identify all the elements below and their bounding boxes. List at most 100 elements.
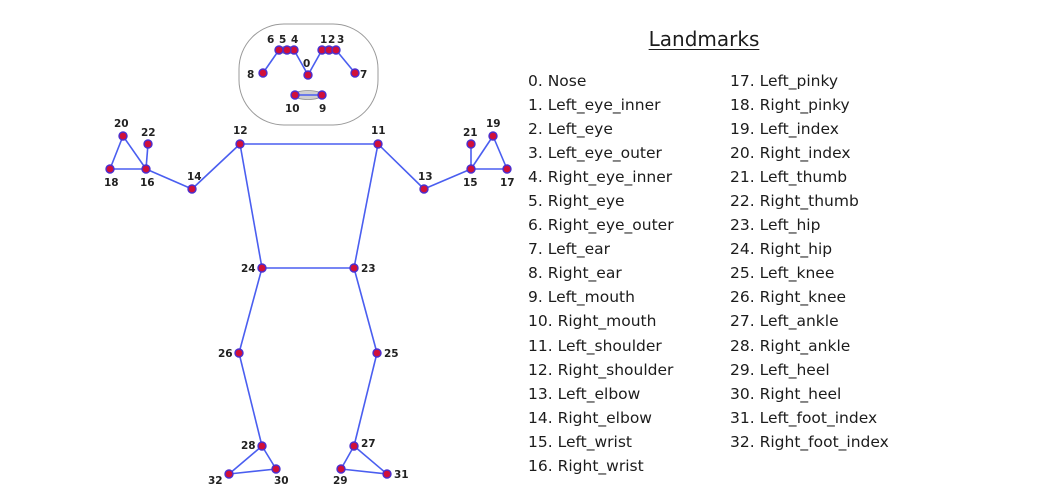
- landmark-list-item: 0. Nose: [528, 72, 587, 90]
- landmark-list-item: 1. Left_eye_inner: [528, 96, 661, 115]
- landmark-point-label: 12: [233, 125, 248, 137]
- landmark-point-label: 22: [141, 127, 156, 139]
- landmark-point-label: 1: [320, 34, 327, 46]
- landmark-point: [235, 139, 245, 149]
- landmark-list-item: 25. Left_knee: [730, 264, 835, 283]
- landmark-list-item: 14. Right_elbow: [528, 408, 652, 427]
- landmark-point: [317, 90, 327, 100]
- landmark-point-label: 15: [463, 177, 478, 189]
- landmark-point: [502, 164, 512, 174]
- landmark-point: [258, 68, 268, 78]
- landmark-list-item: 30. Right_heel: [730, 384, 842, 403]
- landmark-list-item: 2. Left_eye: [528, 120, 613, 139]
- landmark-list-item: 6. Right_eye_outer: [528, 216, 674, 235]
- bone-connection: [228, 468, 277, 475]
- landmark-point-label: 27: [361, 438, 376, 450]
- landmark-list-item: 27. Left_ankle: [730, 312, 839, 331]
- landmark-point-label: 23: [361, 263, 376, 275]
- landmark-point: [234, 348, 244, 358]
- landmark-point: [257, 263, 267, 273]
- landmark-point-label: 11: [371, 125, 386, 137]
- landmark-point-label: 32: [208, 475, 223, 487]
- landmark-list-item: 11. Left_shoulder: [528, 336, 662, 355]
- bone-connection: [122, 135, 147, 170]
- landmark-point: [382, 469, 392, 479]
- landmark-point-label: 30: [274, 475, 289, 487]
- landmark-point-label: 13: [418, 171, 433, 183]
- landmark-list-item: 19. Left_index: [730, 120, 839, 139]
- landmark-point-label: 0: [303, 58, 310, 70]
- landmark-list-item: 22. Right_thumb: [730, 192, 859, 211]
- landmark-list-item: 3. Left_eye_outer: [528, 144, 662, 163]
- landmark-list-item: 28. Right_ankle: [730, 336, 851, 355]
- landmark-list-item: 32. Right_foot_index: [730, 432, 889, 451]
- landmark-point: [257, 441, 267, 451]
- landmark-list-item: 12. Right_shoulder: [528, 360, 674, 379]
- landmark-point-label: 7: [360, 69, 367, 81]
- skeleton-connections: [109, 49, 508, 475]
- landmark-list-item: 23. Left_hip: [730, 216, 821, 235]
- landmark-point: [331, 45, 341, 55]
- landmark-point: [141, 164, 151, 174]
- landmark-point: [466, 139, 476, 149]
- landmark-point-label: 31: [394, 469, 409, 481]
- landmark-point: [274, 45, 284, 55]
- landmark-point-label: 28: [241, 440, 256, 452]
- bone-connection: [239, 143, 263, 269]
- landmark-point: [224, 469, 234, 479]
- landmark-list-item: 26. Right_knee: [730, 288, 847, 307]
- landmark-point-label: 8: [247, 69, 254, 81]
- landmark-point: [349, 263, 359, 273]
- landmark-point: [372, 348, 382, 358]
- landmark-point: [373, 139, 383, 149]
- landmark-point-label: 2: [328, 34, 335, 46]
- bone-connection: [145, 168, 193, 190]
- landmarks-title: Landmarks: [648, 27, 760, 51]
- landmark-list-right: 17. Left_pinky 18. Right_pinky 19. Left_in…: [730, 69, 889, 454]
- landmark-list-item: 24. Right_hip: [730, 240, 833, 259]
- bone-connection: [470, 135, 494, 170]
- bone-connection: [307, 49, 323, 76]
- landmark-point: [187, 184, 197, 194]
- bone-connection: [353, 352, 378, 447]
- landmark-point-label: 29: [333, 475, 348, 487]
- landmark-point: [349, 441, 359, 451]
- landmark-point-label: 17: [500, 177, 515, 189]
- bone-connection: [109, 135, 124, 170]
- landmark-list-item: 21. Left_thumb: [730, 168, 848, 187]
- landmark-point: [143, 139, 153, 149]
- landmark-point-label: 14: [187, 171, 202, 183]
- landmark-points: [105, 45, 512, 479]
- landmark-list-item: 20. Right_index: [730, 144, 851, 163]
- bone-connection: [293, 49, 309, 76]
- landmark-list-item: 15. Left_wrist: [528, 432, 632, 451]
- bone-connection: [353, 143, 379, 269]
- landmark-list-item: 29. Left_heel: [730, 360, 830, 379]
- landmark-point: [105, 164, 115, 174]
- landmark-point: [336, 464, 346, 474]
- landmark-point-label: 6: [267, 34, 274, 46]
- landmark-list-item: 4. Right_eye_inner: [528, 168, 673, 187]
- landmark-point-label: 24: [241, 263, 256, 275]
- landmark-list-item: 17. Left_pinky: [730, 72, 839, 90]
- landmark-list-item: 13. Left_elbow: [528, 384, 641, 403]
- landmark-point: [290, 90, 300, 100]
- face-outline: [238, 23, 379, 126]
- bone-connection: [353, 445, 388, 475]
- landmark-point-label: 4: [291, 34, 298, 46]
- landmark-point-label: 3: [337, 34, 344, 46]
- landmark-point: [282, 45, 292, 55]
- bone-connection: [238, 267, 263, 354]
- landmark-list-item: 31. Left_foot_index: [730, 408, 878, 427]
- bone-connection: [238, 352, 263, 447]
- bone-connection: [228, 445, 263, 475]
- landmark-point-label: 21: [463, 127, 478, 139]
- bone-connection: [191, 143, 241, 190]
- bone-connection: [377, 143, 425, 190]
- landmark-point-label: 20: [114, 118, 129, 130]
- bone-connection: [340, 468, 388, 475]
- landmark-point-label: 18: [104, 177, 119, 189]
- landmark-list-item: 18. Right_pinky: [730, 96, 850, 115]
- landmark-point-label: 19: [486, 118, 501, 130]
